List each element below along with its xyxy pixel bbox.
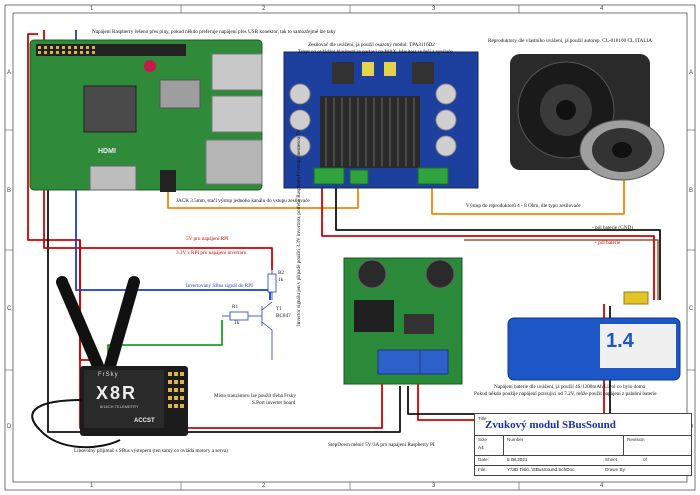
grid-row-b: B: [7, 188, 12, 194]
lipo-battery: [507, 291, 681, 381]
grid-col-3-bottom: 3: [432, 483, 436, 489]
r2-value: 1k: [278, 277, 284, 283]
v33-note: 3.3V z RPI pro napájení invertoru: [176, 250, 247, 256]
schematic-title: Zvukový modul SBusSound: [485, 419, 616, 431]
speaker-out-note: Výstup do reproduktorů 4 - 8 Ohm, dle ty…: [466, 203, 581, 209]
grid-row-c: C: [7, 306, 12, 312]
black-wire-gnd: [47, 46, 401, 433]
transistor-note-1: Místo tranzistoru lze použít třeba Frsky: [214, 393, 296, 399]
grid-col-3: 3: [432, 6, 436, 12]
inverter-note: Invertor signálu jen v případě použití 3…: [296, 129, 302, 326]
jack-note: JACK 3.5mm, stačí výstup jednoho kanálu …: [176, 198, 310, 204]
grid-row-b-right: B: [689, 188, 694, 194]
t1-value: BC847: [276, 313, 291, 319]
file-value: Y:\3D Tisk\..\SBusSound.SchDoc: [507, 467, 575, 472]
receiver: [31, 276, 188, 449]
receiver-tag: ACCST: [134, 418, 155, 424]
amplifier-board: [283, 51, 479, 189]
amp-note-2: Trimr na ovládání hlasitosti se nastaví …: [298, 49, 453, 55]
date-value: 5.08.2021: [507, 457, 528, 462]
title-label: Title: [478, 416, 487, 421]
grid-row-c-right: C: [689, 306, 694, 312]
battery-note-2: Pokud někdo použije napájení pravující o…: [474, 391, 657, 397]
v5-note: 5V pro napájení RPI: [186, 236, 229, 242]
battery-note-1: Napájení baterie dle uvážení, já použil …: [494, 384, 646, 390]
speakers: [510, 54, 665, 181]
amp-note-1: Zesilovač dle uvážení, já použil osazený…: [308, 42, 435, 48]
brown-wire: [464, 239, 659, 300]
black-wire-battery-gnd: [335, 186, 661, 300]
grid-row-a-right: A: [689, 70, 694, 76]
title-block: Title Zvukový modul SBusSound Size A4 Nu…: [474, 413, 692, 476]
orange-wire-jack: [167, 188, 359, 209]
plus-battery-note: + pól baterie: [594, 240, 621, 246]
sheet-of-label: of: [643, 457, 647, 462]
red-wire-battery: [321, 186, 655, 300]
raspberry-pi-board: [29, 39, 263, 192]
grid-ticks: [5, 5, 695, 490]
r2-name: R2: [278, 270, 285, 276]
transistor-note-2: S.Port inverter board: [252, 400, 296, 406]
grid-col-2: 2: [262, 6, 266, 12]
orange-wire-speaker: [431, 180, 625, 215]
receiver-note: Libovolný přijímač s SBus výstupem (ten …: [74, 448, 229, 454]
stepdown-board: [343, 257, 463, 385]
grid-col-1: 1: [90, 6, 94, 12]
receiver-model: X8R: [96, 383, 138, 403]
receiver-brand: FrSky: [98, 372, 119, 378]
grid-col-1-bottom: 1: [90, 483, 94, 489]
size-value: A4: [478, 445, 484, 450]
gnd-battery-note: - pól baterie (GND): [592, 225, 634, 231]
date-label: Date:: [478, 457, 489, 462]
r1-value: 1k: [234, 320, 240, 326]
stepdown-note: StepDown měnič 5V/3A pro napájení Raspbe…: [328, 442, 435, 448]
size-label: Size: [478, 437, 487, 442]
r1-name: R1: [232, 304, 239, 310]
grid-row-d: D: [7, 424, 12, 430]
speakers-note: Reproduktory dle vlastního uvážení, já p…: [488, 38, 653, 44]
revision-label: Revision: [627, 437, 645, 442]
grid-row-a: A: [7, 70, 12, 76]
drawn-by-label: Drawn By:: [605, 467, 627, 472]
battery-label: 1.4: [606, 330, 634, 352]
grid-col-2-bottom: 2: [262, 483, 266, 489]
inverted-sbus-note: Invertovaný SBus signál do RPI: [186, 283, 253, 289]
rpi-power-note: Napájení Raspberry řešeno přes piny, pok…: [92, 29, 336, 35]
number-label: Number: [507, 437, 524, 442]
inverter-circuit: [222, 270, 277, 360]
hdmi-label: HDMI: [98, 148, 116, 155]
grid-col-4: 4: [600, 6, 604, 12]
sheet-label: Sheet: [605, 457, 618, 462]
file-label: File:: [478, 467, 487, 472]
receiver-sub: 8/16CH TELEMETRY: [100, 404, 139, 409]
grid-col-4-bottom: 4: [600, 483, 604, 489]
t1-name: T1: [276, 306, 282, 312]
